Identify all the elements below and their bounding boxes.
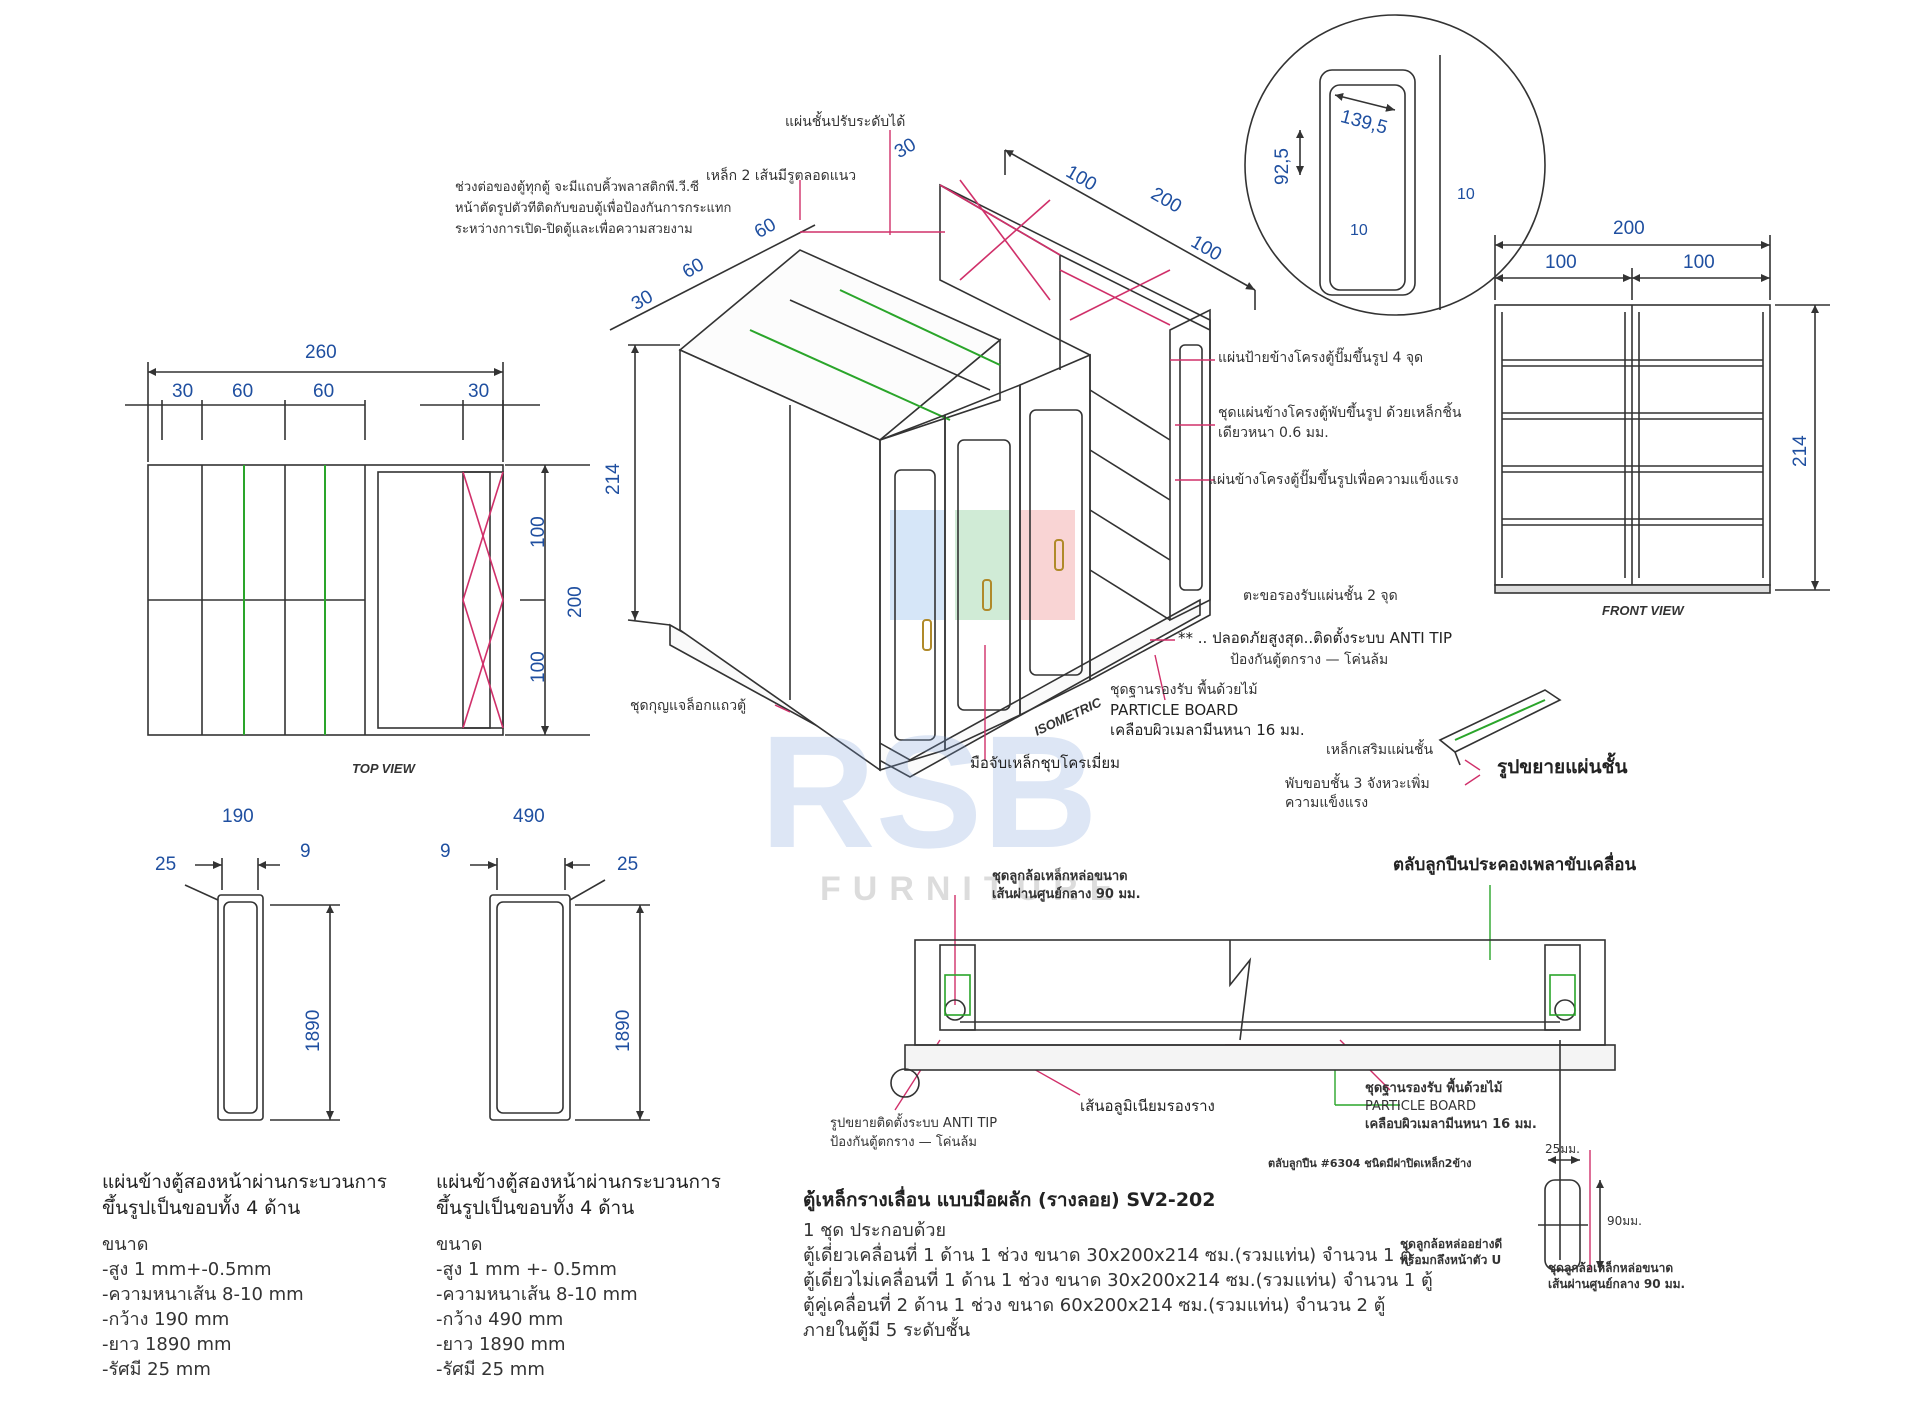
panel-left-spec-1: -สูง 1 mm+-0.5mm xyxy=(102,1259,272,1280)
panel-left-dim-edge: 9 xyxy=(300,841,311,862)
top-dim-c: 60 xyxy=(313,381,335,402)
panel-right-spec-head: ขนาด xyxy=(436,1234,483,1255)
panel-right-dim-width: 490 xyxy=(513,806,545,827)
panel-right-title-1: แผ่นข้างตู้สองหน้าผ่านกระบวนการ xyxy=(436,1171,721,1193)
shelf-detail xyxy=(1438,689,1562,766)
product-line-3: ตู้เดี่ยวไม่เคลื่อนที่ 1 ด้าน 1 ช่วง ขนา… xyxy=(803,1270,1433,1291)
label-lock: ชุดกุญแจล็อกแถวตู้ xyxy=(630,698,747,714)
top-dim-total: 260 xyxy=(305,342,337,363)
detail-dim-92: 92,5 xyxy=(1272,148,1293,185)
rail-label-base-2: PARTICLE BOARD xyxy=(1365,1099,1477,1114)
top-view xyxy=(125,362,590,736)
label-side-label-plate: แผ่นป้ายข้างโครงตู้ปั๊มขึ้นรูป 4 จุด xyxy=(1218,350,1424,366)
panel-left-title-2: ขึ้นรูปเป็นขอบทั้ง 4 ด้าน xyxy=(102,1197,301,1219)
watermark-logo xyxy=(890,510,1075,620)
panel-right-spec-5: -รัศมี 25 mm xyxy=(436,1359,545,1380)
rail-label-base-1: ชุดฐานรองรับ พื้นด้วยไม้ xyxy=(1365,1081,1503,1096)
front-dim-left: 100 xyxy=(1545,252,1577,273)
panel-left-spec-head: ขนาด xyxy=(102,1234,149,1255)
green-leaders xyxy=(1334,885,1491,1106)
front-dim-height: 214 xyxy=(1790,435,1811,467)
label-base-2: PARTICLE BOARD xyxy=(1110,701,1239,719)
rail-label-bearing-no: ตลับลูกปืน #6304 ชนิดมีฝาปิดเหล็ก2ข้าง xyxy=(1268,1157,1472,1170)
rail-label-wheel-1: ชุดลูกล้อเหล็กหล่อขนาด xyxy=(992,869,1128,884)
front-dim-total: 200 xyxy=(1613,218,1645,239)
rail-label-wheel-2: เส้นผ่านศูนย์กลาง 90 มม. xyxy=(992,887,1141,902)
panel-left-spec-3: -กว้าง 190 mm xyxy=(102,1309,230,1330)
label-antitip-2: ป้องกันตู้ตกราง — โค่นล้ม xyxy=(1230,652,1389,668)
panel-left-spec-4: -ยาว 1890 mm xyxy=(102,1334,232,1355)
panel-left-spec-5: -รัศมี 25 mm xyxy=(102,1359,211,1380)
rail-label-bearing: ตลับลูกปืนประคองเพลาขับเคลื่อน xyxy=(1393,855,1637,875)
rail-label-antitip-1: รูปขยายติดตั้งระบบ ANTI TIP xyxy=(830,1116,998,1131)
panel-right-spec-4: -ยาว 1890 mm xyxy=(436,1334,566,1355)
rail-dim-90: 90มม. xyxy=(1607,1214,1642,1228)
top-view-caption: TOP VIEW xyxy=(352,761,415,776)
top-dim-depth: 200 xyxy=(565,586,586,618)
rail-label-antitip-2: ป้องกันตู้ตกราง — โค่นล้ม xyxy=(830,1135,977,1150)
label-base-3: เคลือบผิวเมลามีนหนา 16 มม. xyxy=(1110,721,1305,739)
panel-right-spec-3: -กว้าง 490 mm xyxy=(436,1309,564,1330)
isometric-view xyxy=(609,149,1256,778)
product-line-2: ตู้เดี่ยวเคลื่อนที่ 1 ด้าน 1 ช่วง ขนาด 3… xyxy=(803,1245,1412,1266)
label-joint-1: ช่วงต่อของตู้ทุกตู้ จะมีแถบคิ้วพลาสติกพี… xyxy=(455,180,699,195)
label-fold-1: พับขอบชั้น 3 จังหวะเพิ่ม xyxy=(1285,776,1430,792)
top-dim-a: 30 xyxy=(172,381,194,402)
product-line-1: 1 ชุด ประกอบด้วย xyxy=(803,1220,947,1241)
panel-right-dim-radius: 25 xyxy=(617,854,639,875)
product-title: ตู้เหล็กรางเลื่อน แบบมือผลัก (รางลอย) SV… xyxy=(803,1189,1216,1211)
label-antitip-1: ** .. ปลอดภัยสูงสุด..ติดตั้งระบบ ANTI TI… xyxy=(1178,629,1453,647)
product-line-5: ภายในตู้มี 5 ระดับชั้น xyxy=(803,1320,971,1341)
label-steel-bars: เหล็ก 2 เส้นมีรูตลอดแนว xyxy=(706,168,857,184)
top-dim-b: 60 xyxy=(232,381,254,402)
rail-section xyxy=(890,939,1616,1271)
front-view xyxy=(1494,235,1830,594)
label-handle: มือจับเหล็กชุบโครเมี่ยม xyxy=(970,754,1121,772)
rail-dim-25: 25มม. xyxy=(1545,1142,1580,1156)
rail-label-wheel2-2: เส้นผ่านศูนย์กลาง 90 มม. xyxy=(1548,1277,1686,1291)
label-adjustable-shelf: แผ่นชั้นปรับระดับได้ xyxy=(785,114,906,130)
label-joint-3: ระหว่างการเปิด-ปิดตู้และเพื่อความสวยงาม xyxy=(455,222,693,237)
panel-right-spec-2: -ความหนาเส้น 8-10 mm xyxy=(436,1284,638,1305)
shelf-detail-title: รูปขยายแผ่นชั้น xyxy=(1497,756,1628,778)
rail-label-aluminium: เส้นอลูมิเนียมรองราง xyxy=(1080,1097,1215,1115)
iso-dim-height: 214 xyxy=(603,463,624,495)
label-joint-2: หน้าตัดรูปตัวทีติดกับขอบตู้เพื่อป้องกันก… xyxy=(455,201,732,216)
panel-left-title-1: แผ่นข้างตู้สองหน้าผ่านกระบวนการ xyxy=(102,1171,387,1193)
label-reinforce: เหล็กเสริมแผ่นชั้น xyxy=(1326,742,1434,758)
label-side-panel-1: ชุดแผ่นข้างโครงตู้พับขึ้นรูป ด้วยเหล็กชิ… xyxy=(1218,405,1462,421)
top-dim-half1: 100 xyxy=(528,516,549,548)
panel-left-dim-height: 1890 xyxy=(303,1009,324,1052)
detail-dim-10a: 10 xyxy=(1457,186,1475,203)
label-side-panel-2: เดียวหนา 0.6 มม. xyxy=(1218,425,1329,441)
rail-label-wheel2-1: ชุดลูกล้อเหล็กหล่อขนาด xyxy=(1548,1261,1674,1275)
label-base-1: ชุดฐานรองรับ พื้นด้วยไม้ xyxy=(1110,682,1258,698)
panel-right-title-2: ขึ้นรูปเป็นขอบทั้ง 4 ด้าน xyxy=(436,1197,635,1219)
front-view-caption: FRONT VIEW xyxy=(1602,603,1684,618)
rail-label-caster-2: พร้อมกลึงหน้าตัว U xyxy=(1400,1253,1502,1267)
top-dim-d: 30 xyxy=(468,381,490,402)
watermark-sub: FURNITURE xyxy=(820,870,1125,908)
label-shelf-hook: ตะขอรองรับแผ่นชั้น 2 จุด xyxy=(1243,588,1398,604)
label-fold-2: ความแข็งแรง xyxy=(1285,795,1369,811)
detail-dim-10b: 10 xyxy=(1350,222,1368,239)
panel-drawings xyxy=(184,858,650,1121)
front-dim-right: 100 xyxy=(1683,252,1715,273)
panel-left-spec-2: -ความหนาเส้น 8-10 mm xyxy=(102,1284,304,1305)
product-line-4: ตู้คู่เคลื่อนที่ 2 ด้าน 1 ช่วง ขนาด 60x2… xyxy=(803,1295,1386,1316)
detail-circle xyxy=(1244,14,1546,316)
panel-right-dim-edge: 9 xyxy=(440,841,451,862)
panel-right-spec-1: -สูง 1 mm +- 0.5mm xyxy=(436,1259,617,1280)
label-side-strength: แผ่นข้างโครงตู้ปั๊มขึ้นรูปเพื่อความแข็งแ… xyxy=(1208,472,1459,488)
rail-label-base-3: เคลือบผิวเมลามีนหนา 16 มม. xyxy=(1365,1117,1537,1132)
panel-left-dim-radius: 25 xyxy=(155,854,177,875)
top-dim-half2: 100 xyxy=(528,651,549,683)
watermark-brand: RSB xyxy=(760,702,1098,881)
leader-lines xyxy=(774,130,1591,1270)
rail-label-caster-1: ชุดลูกล้อหล่ออย่างดี xyxy=(1400,1237,1503,1251)
panel-left-dim-width: 190 xyxy=(222,806,254,827)
panel-right-dim-height: 1890 xyxy=(613,1009,634,1052)
